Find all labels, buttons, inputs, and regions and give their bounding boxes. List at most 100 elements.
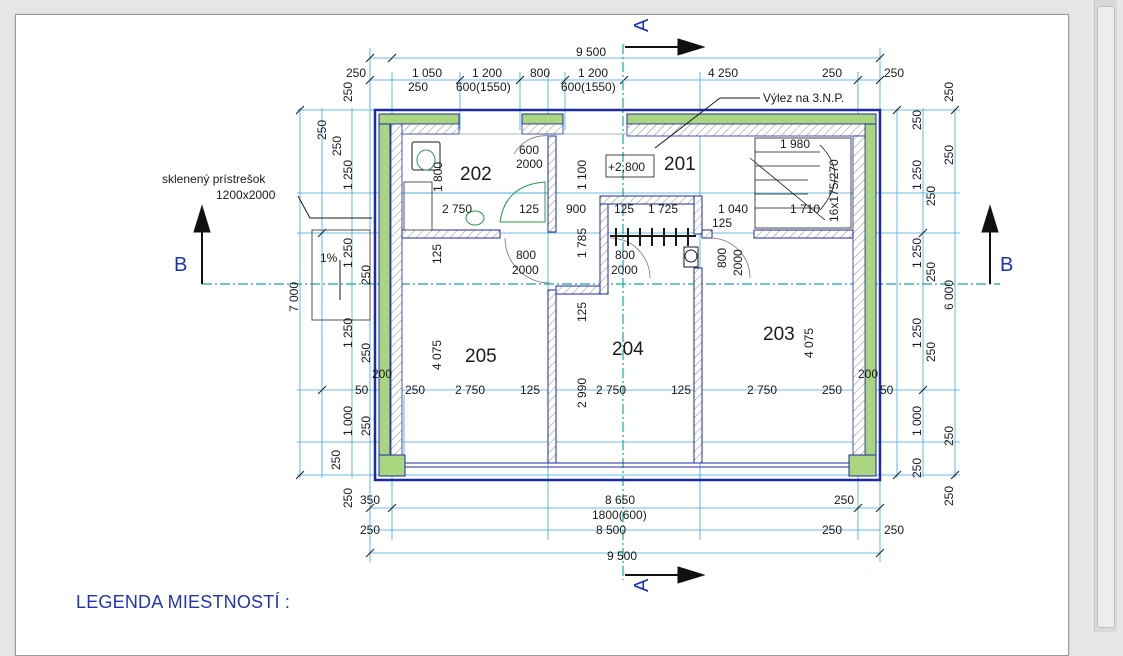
bdim-8: 250 <box>884 523 904 537</box>
bdim-3: 250 <box>834 493 854 507</box>
vdim-inner-6: 4 075 <box>430 340 444 370</box>
door-dim-2: 2000 <box>516 157 543 171</box>
ldim-7: 1 250 <box>341 318 355 348</box>
dim-top-6: 4 250 <box>708 66 738 80</box>
vdim-inner-1: 1 100 <box>575 160 589 190</box>
floor-plan: A A B B 9 500 250 1 050 1 200 800 1 200 … <box>162 18 1013 592</box>
rdim-11: 250 <box>942 426 956 446</box>
bdim-inner-5: 125 <box>671 383 691 397</box>
exterior-walls <box>373 108 882 482</box>
dim-top-3: 1 200 <box>472 66 502 80</box>
room-202: 202 <box>460 164 492 185</box>
dim-inner-3: 900 <box>566 202 586 216</box>
dim-top-8: 250 <box>884 66 904 80</box>
vdim-inner-5: 125 <box>430 244 444 264</box>
vdim-inner-3: 125 <box>575 302 589 322</box>
level-box <box>605 154 655 178</box>
canopy-label-2: 1200x2000 <box>216 188 276 202</box>
dim-inner-1: 2 750 <box>442 202 472 216</box>
ldim-8: 250 <box>359 343 373 363</box>
rdim-4: 1 250 <box>910 160 924 190</box>
interior-walls <box>401 135 854 464</box>
bdim-6: 8 500 <box>596 523 626 537</box>
rdim-8: 1 250 <box>910 318 924 348</box>
canopy-leader <box>297 195 372 321</box>
ldim-5: 1 250 <box>341 238 355 268</box>
wardrobe-rail <box>610 228 696 246</box>
room-203: 203 <box>763 324 795 345</box>
slope-label: 1% <box>320 251 338 265</box>
dim-top-1: 250 <box>346 66 366 80</box>
ldim-3: 250 <box>330 136 344 156</box>
bdim-7: 250 <box>822 523 842 537</box>
vdim-inner-9: 200 <box>372 367 392 381</box>
rdim-7: 250 <box>924 262 938 282</box>
ldim-4: 1 250 <box>341 160 355 190</box>
bdim-inner-1: 250 <box>405 383 425 397</box>
vdim-inner-7: 4 075 <box>802 328 816 358</box>
bdim-inner-3: 125 <box>520 383 540 397</box>
ldim-9: 1 000 <box>341 406 355 436</box>
section-arrows <box>193 38 999 584</box>
ldim-11: 250 <box>329 450 343 470</box>
rdim-13: 250 <box>942 486 956 506</box>
ldim-6: 250 <box>359 265 373 285</box>
door-dim-4: 2000 <box>512 263 539 277</box>
door-dim-1: 600 <box>519 143 539 157</box>
bdim-1: 350 <box>360 493 380 507</box>
rdim-12: 250 <box>910 458 924 478</box>
skylight-label: Výlez na 3.N.P. <box>763 91 844 105</box>
stair-label-1: 1 980 <box>780 137 810 151</box>
section-label-b-left: B <box>174 254 187 276</box>
dim-top-sub-3: 600(1550) <box>561 80 616 94</box>
dim-inner-7: 125 <box>712 216 732 230</box>
dim-top-2: 1 050 <box>412 66 442 80</box>
ldim-2: 250 <box>315 120 329 140</box>
ldim-1: 250 <box>341 82 355 102</box>
ldim-12: 250 <box>341 488 355 508</box>
scrollbar-thumb[interactable] <box>1097 6 1115 628</box>
legend-title: LEGENDA MIESTNOSTÍ : <box>76 592 291 612</box>
bdim-2: 8 650 <box>605 493 635 507</box>
vdim-inner-10: 200 <box>858 367 878 381</box>
door-dim-8: 2000 <box>731 249 745 276</box>
bdim-4: 1800(600) <box>592 508 647 522</box>
rdim-1: 250 <box>942 82 956 102</box>
dim-overall-top: 9 500 <box>576 45 606 59</box>
dim-top-sub-2: 600(1550) <box>456 80 511 94</box>
room-201: 201 <box>664 154 696 175</box>
dim-inner-6: 1 040 <box>718 202 748 216</box>
rdim-5: 250 <box>924 186 938 206</box>
section-label-a-bottom: A <box>631 578 653 592</box>
dim-inner-4: 125 <box>614 202 634 216</box>
dim-overall-bottom: 9 500 <box>607 549 637 563</box>
ldim-overall: 7 000 <box>287 282 301 312</box>
room-205: 205 <box>465 346 497 367</box>
staircase <box>749 137 852 229</box>
stair-label-2: 16x175/270 <box>827 159 841 222</box>
canopy-label-1: sklenený prístrešok <box>162 172 266 186</box>
door-dim-7: 800 <box>715 248 729 268</box>
bdim-5: 250 <box>360 523 380 537</box>
dim-top-5: 1 200 <box>578 66 608 80</box>
vdim-inner-2: 1 785 <box>575 228 589 258</box>
room-204: 204 <box>612 339 644 360</box>
bathroom-fixtures <box>403 141 699 268</box>
door-dim-6: 2000 <box>611 263 638 277</box>
dim-inner-2: 125 <box>519 202 539 216</box>
bdim-left-50: 50 <box>355 383 369 397</box>
door-dim-5: 800 <box>615 248 635 262</box>
rdim-6: 1 250 <box>910 238 924 268</box>
dim-top-4: 800 <box>530 66 550 80</box>
vdim-inner-11: 50 <box>880 383 894 397</box>
rdim-overall: 6 000 <box>942 280 956 310</box>
vdim-inner-8: 1 800 <box>431 162 445 192</box>
rdim-9: 250 <box>924 342 938 362</box>
bdim-inner-6: 2 750 <box>747 383 777 397</box>
section-label-a-top: A <box>631 18 653 32</box>
level-mark: +2,800 <box>608 160 645 174</box>
dim-inner-5: 1 725 <box>648 202 678 216</box>
dim-top-7: 250 <box>822 66 842 80</box>
vdim-inner-4: 2 990 <box>575 378 589 408</box>
door-dim-3: 800 <box>516 248 536 262</box>
